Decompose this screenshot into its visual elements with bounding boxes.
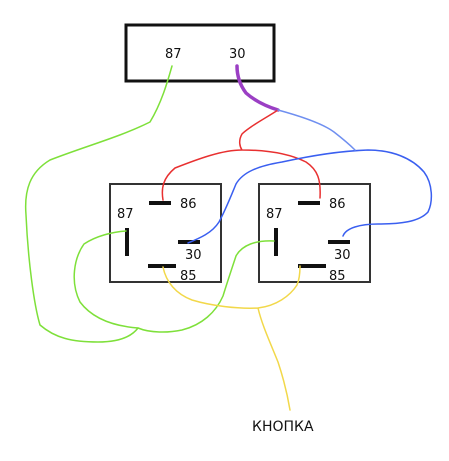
relay-left-pin-87-label: 87: [117, 207, 134, 222]
blue-wire-relay-left-30: [187, 149, 433, 244]
connector-box: [124, 23, 276, 83]
blue-wire-connector-30: [277, 109, 356, 151]
connector-pin-87-label: 87: [165, 47, 182, 62]
relay-left-pin-85-label: 85: [180, 269, 197, 284]
purple-wire-connector-30: [235, 64, 280, 112]
relay-left-pin-86-label: 86: [180, 197, 197, 212]
relay-right-pin-87-label: 87: [266, 207, 283, 222]
relay-left-pin-30-label: 30: [185, 248, 202, 263]
connector-pin-30-label: 30: [229, 47, 246, 62]
button-label: КНОПКА: [252, 419, 314, 435]
relay-right-pin-30-label: 30: [334, 248, 351, 263]
relay-right-box: [258, 183, 371, 283]
red-wire-coil-86: [161, 109, 321, 201]
relay-right-pin-85-label: 85: [329, 269, 346, 284]
green-wire-connector-87: [24, 65, 173, 343]
yellow-wire-button: [162, 265, 301, 411]
relay-right-pin-86-label: 86: [329, 197, 346, 212]
green-wire-relay-right-87: [137, 240, 275, 333]
